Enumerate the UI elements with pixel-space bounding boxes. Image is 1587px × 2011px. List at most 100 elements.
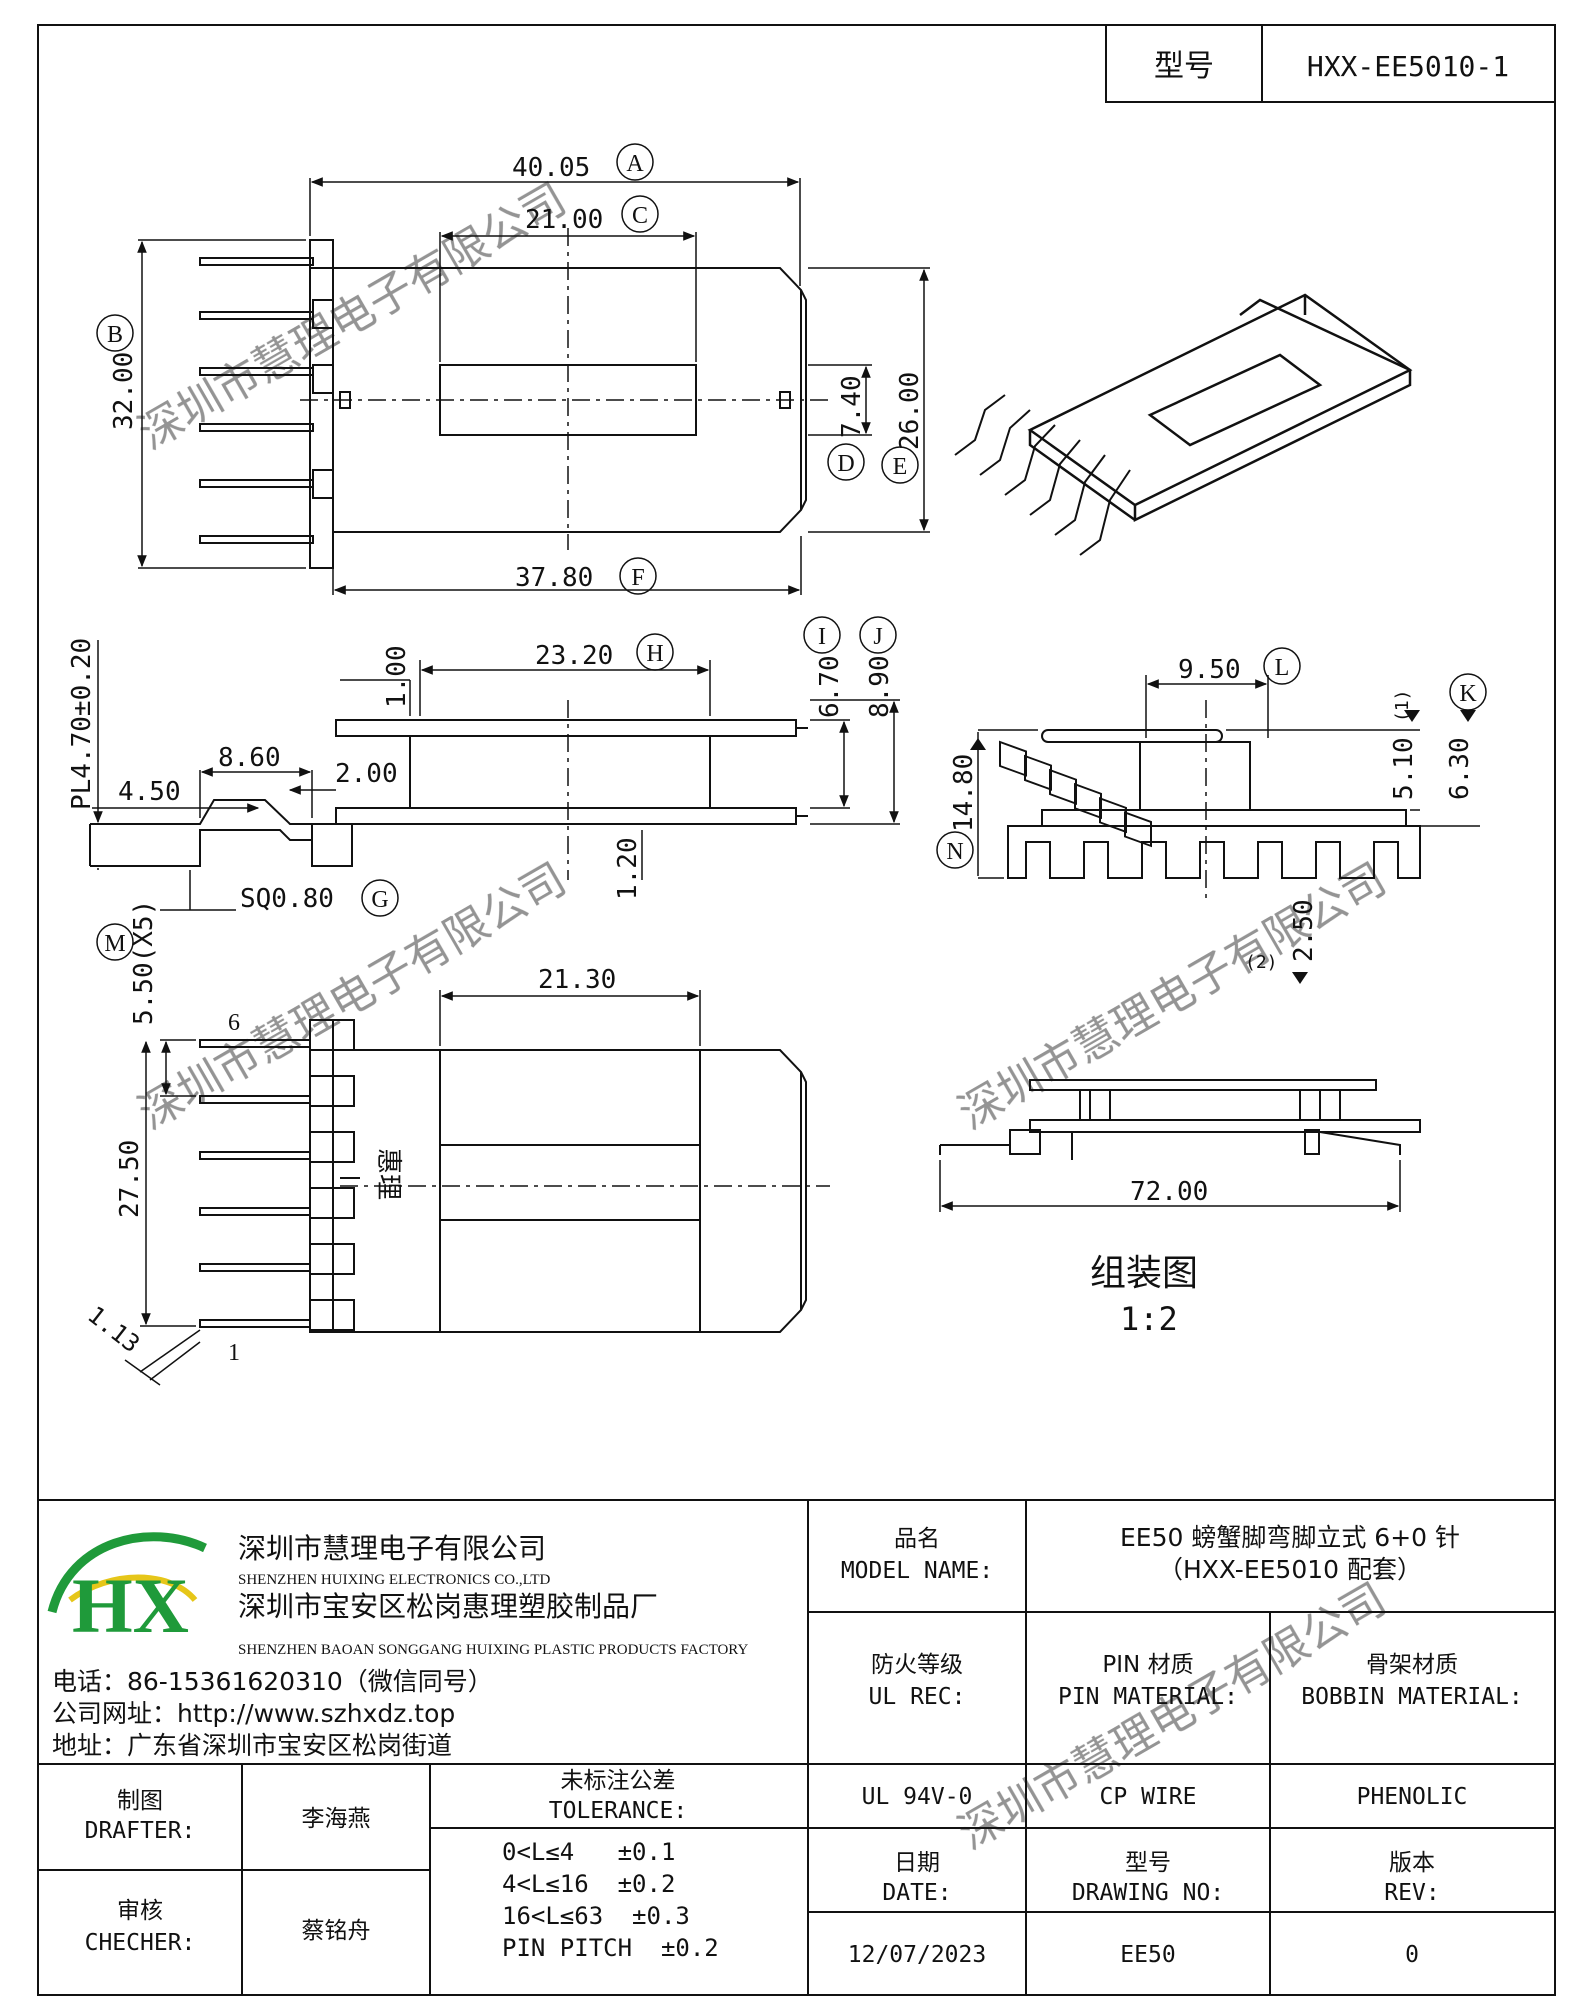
dim-450: 4.50 — [118, 777, 181, 807]
dim-120: 1.20 — [613, 837, 643, 900]
note-2: (2) — [1245, 952, 1278, 973]
factory-name-cn: 深圳市宝安区松岗惠理塑胶制品厂 — [238, 1590, 658, 1623]
dim-M-value: 5.50(X5) — [129, 900, 159, 1025]
dim-A-tag: A — [626, 151, 644, 177]
dim-L-value: 9.50 — [1178, 655, 1241, 685]
checker-cn: 审核 — [117, 1898, 163, 1924]
bottom-dimensions — [124, 990, 701, 1386]
ul-rec-en: UL REC: — [869, 1684, 966, 1710]
dim-N-tag: N — [946, 839, 963, 865]
ul-rec-value: UL 94V-0 — [862, 1784, 973, 1810]
note-1: (1) — [1392, 689, 1413, 722]
drafter-en: DRAFTER: — [85, 1818, 196, 1844]
dim-D-value: 7.40 — [837, 375, 867, 438]
dim-B-value: 32.00 — [109, 352, 139, 430]
drawing-no-en: DRAWING NO: — [1072, 1880, 1224, 1906]
dim-H-tag: H — [646, 641, 663, 667]
iso-view — [954, 293, 1413, 848]
top-view — [199, 228, 830, 569]
rev-cn: 版本 — [1389, 1850, 1435, 1876]
company-phone: 电话：86-15361620310（微信同号） — [52, 1667, 493, 1696]
pin-material-value: CP WIRE — [1100, 1784, 1197, 1810]
dim-D-tag: D — [837, 451, 854, 477]
pin-material-en: PIN MATERIAL: — [1058, 1684, 1238, 1710]
drawing-no-value: EE50 — [1120, 1942, 1175, 1968]
bottom-view — [199, 1019, 830, 1333]
rev-en: REV: — [1384, 1880, 1439, 1906]
company-name-en: SHENZHEN HUIXING ELECTRONICS CO.,LTD — [238, 1572, 551, 1588]
date-en: DATE: — [882, 1880, 951, 1906]
dim-K-tag: K — [1459, 681, 1477, 707]
dim-113: 1.13 — [82, 1301, 145, 1359]
logo-text: HX — [72, 1562, 189, 1649]
top-dimensions — [137, 177, 930, 595]
dim-F-value: 37.80 — [515, 563, 593, 593]
dim-B-tag: B — [107, 322, 123, 348]
tolerance-en: TOLERANCE: — [549, 1798, 687, 1824]
assembly-title: 组装图 — [1090, 1253, 1198, 1294]
dim-pl: PL4.70±0.20 — [67, 638, 97, 810]
title-block-text: 品名 MODEL NAME: EE50 螃蟹脚弯脚立式 6+0 针 （HXX-E… — [85, 1523, 1523, 1968]
dim-I-value: 6.70 — [815, 655, 845, 718]
dim-K-value: 6.30 — [1445, 737, 1475, 800]
side-dimensions — [92, 640, 900, 911]
drawing-no-cn: 型号 — [1125, 1850, 1171, 1876]
dim-I-tag: I — [818, 624, 826, 650]
assembly-dimensions — [939, 1160, 1401, 1212]
bottom-dimension-labels: M 5.50(X5) 21.30 6 1 27.50 1.13 惠理 — [82, 900, 616, 1366]
watermark-1: 深圳市慧理电子有限公司 — [130, 173, 575, 459]
dim-J-value: 8.90 — [865, 655, 895, 718]
model-name-en: MODEL NAME: — [841, 1558, 993, 1584]
tolerance-cn: 未标注公差 — [561, 1768, 676, 1794]
watermark-4: 深圳市慧理电子有限公司 — [950, 1573, 1395, 1859]
pin-label-1: 1 — [228, 1340, 240, 1366]
dim-E-value: 26.00 — [895, 372, 925, 450]
bobbin-material-cn: 骨架材质 — [1366, 1652, 1458, 1678]
pin-material-cn: PIN 材质 — [1102, 1652, 1193, 1678]
company-info: 深圳市慧理电子有限公司 SHENZHEN HUIXING ELECTRONICS… — [52, 1532, 748, 1760]
bobbin-material-en: BOBBIN MATERIAL: — [1301, 1684, 1523, 1710]
rev-value: 0 — [1405, 1942, 1419, 1968]
product-name-line2: （HXX-EE5010 配套） — [1158, 1555, 1422, 1584]
tolerance-list: 0<L≤4 ±0.1 4<L≤16 ±0.2 16<L≤63 ±0.3 PIN … — [502, 1838, 719, 1962]
header-model-label: 型号 — [1154, 49, 1214, 84]
header-model-box: 型号 HXX-EE5010-1 — [1105, 24, 1556, 103]
dim-200: 2.00 — [335, 759, 398, 789]
bottom-pins — [199, 1039, 311, 1328]
product-name-line1: EE50 螃蟹脚弯脚立式 6+0 针 — [1120, 1523, 1460, 1552]
dim-A-value: 40.05 — [512, 153, 590, 183]
dim-C-tag: C — [632, 203, 648, 229]
dim-C-value: 21.00 — [525, 205, 603, 235]
drafter-cn: 制图 — [117, 1788, 163, 1814]
bobbin-mark: 惠理 — [373, 1148, 403, 1200]
company-website: 公司网址：http://www.szhxdz.top — [52, 1699, 455, 1728]
dim-G-tag: G — [371, 887, 388, 913]
side-dimension-labels: 23.20 H 1.00 I 6.70 J 8.90 PL4.70±0.20 8… — [67, 616, 897, 917]
dim-2750: 27.50 — [115, 1140, 145, 1218]
arrow-marker-3 — [970, 738, 986, 750]
assembly-scale: 1:2 — [1120, 1300, 1178, 1338]
iso-pins — [954, 394, 1131, 556]
arrow-marker-1 — [1404, 710, 1420, 722]
model-name-cn: 品名 — [894, 1526, 940, 1552]
dim-J-tag: J — [873, 624, 882, 650]
company-logo: HX — [47, 1532, 207, 1649]
tolerance-row-1: 0<L≤4 ±0.1 — [502, 1838, 675, 1866]
dim-250: 2.50 — [1289, 899, 1319, 962]
ul-rec-cn: 防火等级 — [871, 1652, 963, 1678]
date-cn: 日期 — [894, 1850, 940, 1876]
assembly-view — [939, 1079, 1421, 1160]
header-model-value: HXX-EE5010-1 — [1307, 50, 1509, 83]
dim-E-tag: E — [893, 454, 908, 480]
dim-H-value: 23.20 — [535, 641, 613, 671]
dim-7200: 72.00 — [1130, 1177, 1208, 1207]
outer-frame — [37, 24, 1556, 1996]
dim-100: 1.00 — [382, 645, 412, 708]
front-dimensions — [977, 675, 1480, 879]
side-view — [89, 700, 808, 880]
pin-label-6: 6 — [228, 1010, 240, 1036]
dim-860: 8.60 — [218, 743, 281, 773]
bobbin-material-value: PHENOLIC — [1357, 1784, 1468, 1810]
dim-N-value: 14.80 — [949, 754, 979, 832]
